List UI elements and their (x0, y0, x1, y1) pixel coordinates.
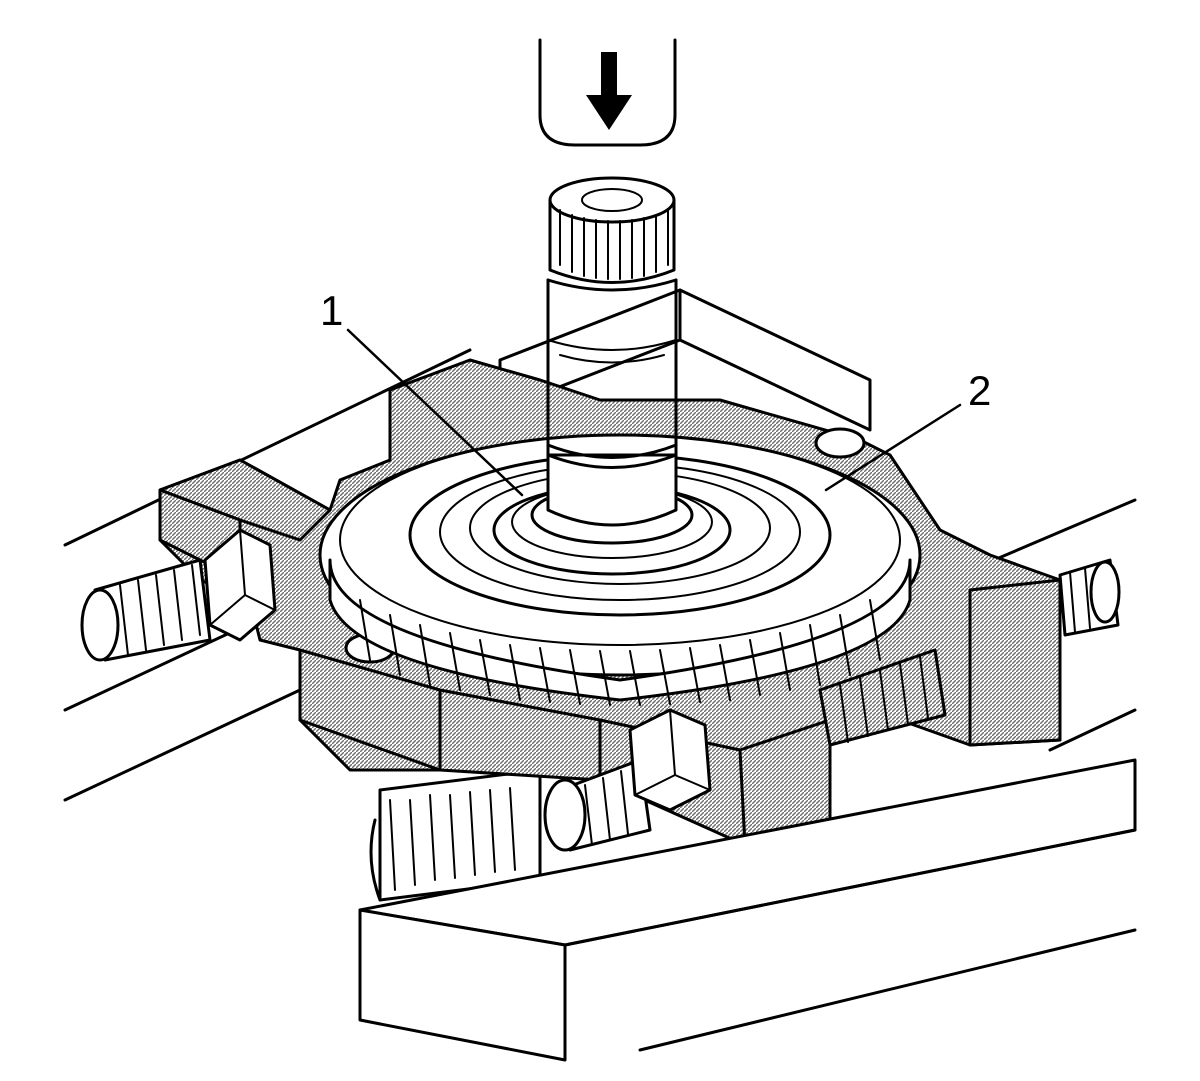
callout-leaders (346, 328, 962, 497)
right-bolt (1058, 558, 1121, 637)
front-bolt (543, 648, 947, 852)
front-support-block (358, 758, 1137, 1062)
press-direction-arrow-icon (586, 52, 632, 130)
left-bolt (80, 528, 277, 662)
callout-label-2: 2 (968, 367, 992, 414)
output-shaft (546, 176, 678, 527)
leader-2 (824, 403, 962, 492)
callout-label-1: 1 (320, 287, 344, 334)
leader-1 (346, 328, 524, 497)
